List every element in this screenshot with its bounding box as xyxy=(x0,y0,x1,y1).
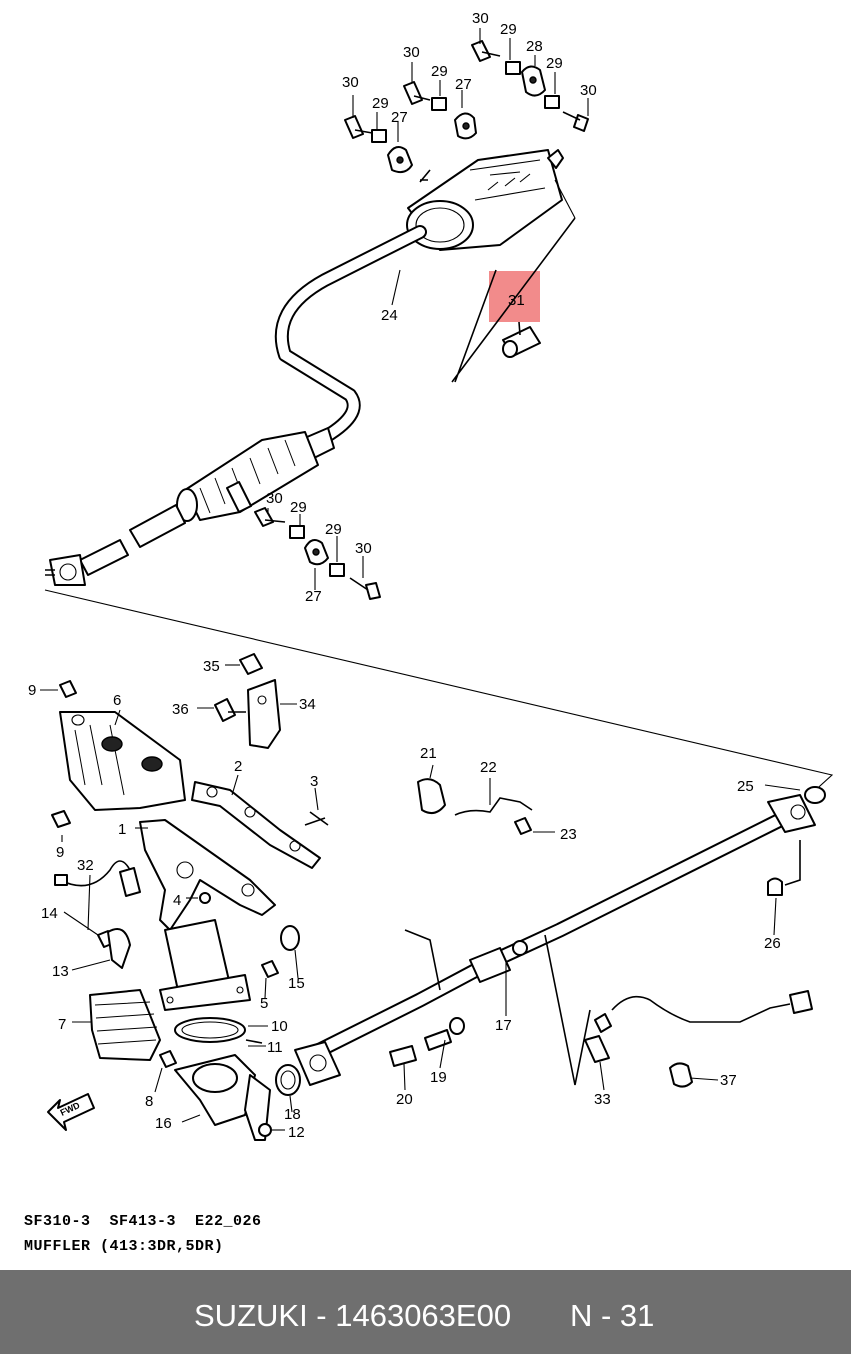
label-27: 27 xyxy=(305,588,322,605)
footer-part-number: SUZUKI - 1463063E00 xyxy=(194,1298,512,1333)
label-13: 13 xyxy=(52,963,69,980)
label-34: 34 xyxy=(299,696,316,713)
label-3: 3 xyxy=(310,773,318,790)
label-6: 6 xyxy=(113,692,121,709)
label-20: 20 xyxy=(396,1091,413,1108)
o2-sensor-33 xyxy=(544,934,813,1088)
diagram-code-caption: SF310-3 SF413-3 E22_026 xyxy=(24,1213,262,1230)
small-hardware-left xyxy=(51,680,329,1068)
hangers-middle xyxy=(226,481,381,600)
hangers-upper xyxy=(344,40,589,174)
label-23: 23 xyxy=(560,826,577,843)
diagram-title-caption: MUFFLER (413:3DR,5DR) xyxy=(24,1238,224,1255)
leader-lines xyxy=(40,28,801,1131)
label-17: 17 xyxy=(495,1017,512,1034)
label-2: 2 xyxy=(234,758,242,775)
label-14: 14 xyxy=(41,905,58,922)
label-5: 5 xyxy=(260,995,268,1012)
label-25: 25 xyxy=(737,778,754,795)
label-30: 30 xyxy=(472,10,489,27)
gasket-10 xyxy=(174,1017,246,1043)
label-29: 29 xyxy=(500,21,517,38)
o2-sensor-32 xyxy=(54,860,141,897)
label-28: 28 xyxy=(526,38,543,55)
label-30: 30 xyxy=(403,44,420,61)
pipe-hardware-right xyxy=(389,778,801,1067)
label-35: 35 xyxy=(203,658,220,675)
label-30: 30 xyxy=(342,74,359,91)
highlight-box-31 xyxy=(489,271,540,322)
manifold-gasket-2 xyxy=(191,781,326,869)
part-number-labels: 30 29 28 30 29 29 27 30 30 29 27 31 24 3… xyxy=(28,10,781,1141)
label-27: 27 xyxy=(455,76,472,93)
label-30: 30 xyxy=(355,540,372,557)
label-29: 29 xyxy=(290,499,307,516)
label-24: 24 xyxy=(381,307,398,324)
label-26: 26 xyxy=(764,935,781,952)
label-33: 33 xyxy=(594,1091,611,1108)
exploded-parts-diagram: FWD 30 29 28 30 29 29 xyxy=(28,10,834,1141)
exhaust-manifold-1 xyxy=(139,819,276,931)
footer-bar: SUZUKI - 1463063E00 N - 31 xyxy=(0,1270,851,1354)
heat-shield-7 xyxy=(89,989,161,1061)
label-4: 4 xyxy=(173,892,181,909)
label-9: 9 xyxy=(56,844,64,861)
label-22: 22 xyxy=(480,759,497,776)
footer-page-ref: N - 31 xyxy=(570,1298,655,1333)
part-31-bush xyxy=(451,217,576,383)
label-7: 7 xyxy=(58,1016,66,1033)
label-27: 27 xyxy=(391,109,408,126)
label-37: 37 xyxy=(720,1072,737,1089)
label-29: 29 xyxy=(372,95,389,112)
label-9: 9 xyxy=(28,682,36,699)
catalytic-converter-upper xyxy=(45,427,335,586)
label-36: 36 xyxy=(172,701,189,718)
label-18: 18 xyxy=(284,1106,301,1123)
manifold-heat-shield-6 xyxy=(59,711,186,811)
label-29: 29 xyxy=(546,55,563,72)
center-pipe-24 xyxy=(274,225,427,455)
label-32: 32 xyxy=(77,857,94,874)
rear-muffler xyxy=(406,149,576,251)
label-30: 30 xyxy=(580,82,597,99)
front-pipe-16 xyxy=(174,1054,301,1141)
label-11: 11 xyxy=(267,1039,283,1056)
label-10: 10 xyxy=(271,1018,288,1035)
label-16: 16 xyxy=(155,1115,172,1132)
catalyst-lower xyxy=(159,919,251,1011)
bracket-34 xyxy=(214,653,281,749)
label-30: 30 xyxy=(266,490,283,507)
label-12: 12 xyxy=(288,1124,305,1141)
label-29: 29 xyxy=(325,521,342,538)
label-19: 19 xyxy=(430,1069,447,1086)
front-pipe-17 xyxy=(294,786,826,1086)
label-15: 15 xyxy=(288,975,305,992)
label-1: 1 xyxy=(118,821,126,838)
fwd-arrow-icon: FWD xyxy=(47,1093,95,1131)
label-21: 21 xyxy=(420,745,437,762)
label-29: 29 xyxy=(431,63,448,80)
label-31: 31 xyxy=(508,292,525,309)
label-8: 8 xyxy=(145,1093,153,1110)
